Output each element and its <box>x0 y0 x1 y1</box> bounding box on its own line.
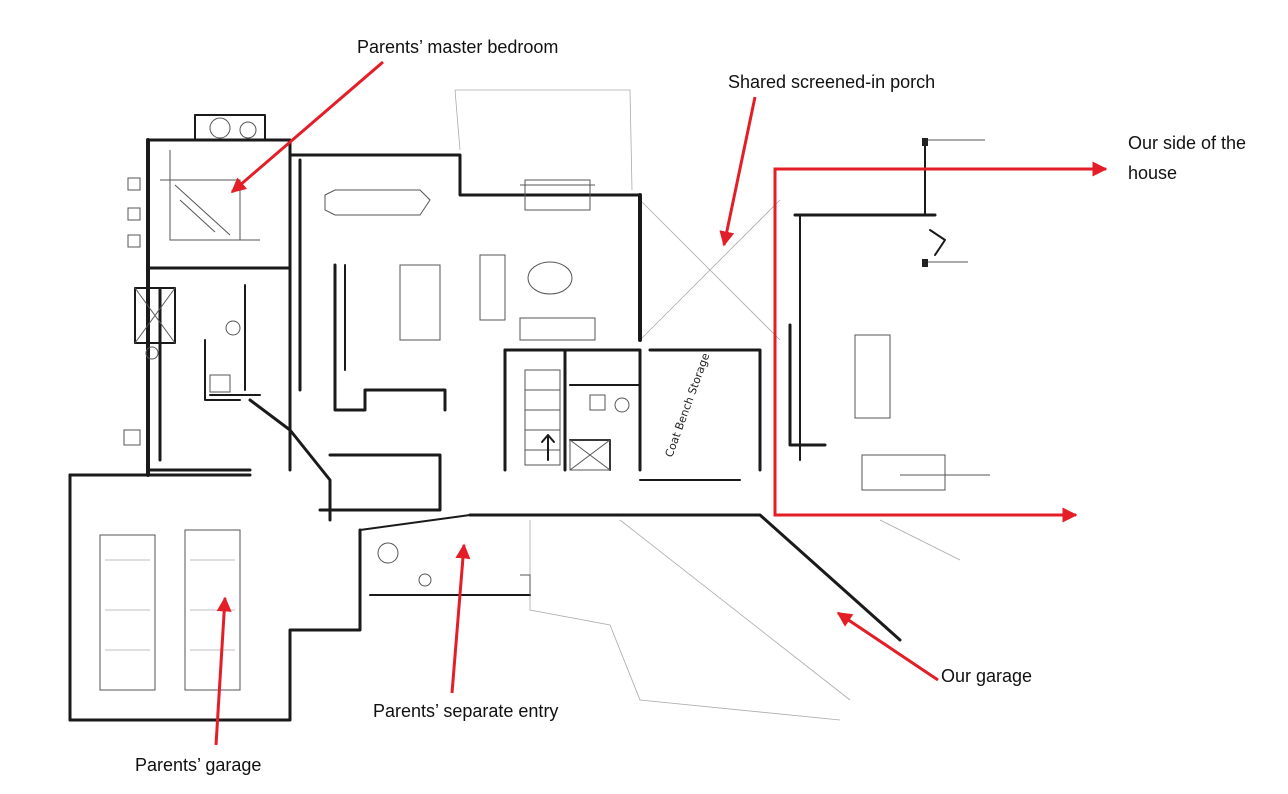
main-living-walls <box>288 153 902 642</box>
label-our-garage: Our garage <box>941 666 1033 686</box>
parents-wing-walls <box>123 114 332 522</box>
arrow-master-bedroom <box>230 60 384 194</box>
our-side-interior-sketch <box>788 138 990 491</box>
label-our-side-of-house: Our side of the house <box>1128 133 1247 183</box>
arrow-parents-entry <box>450 543 471 694</box>
sketch-handwriting-group: Coat Bench Storage <box>663 351 713 459</box>
arrow-our-garage <box>836 611 939 682</box>
label-parents-separate-entry: Parents’ separate entry <box>373 701 559 721</box>
sketch-handwriting: Coat Bench Storage <box>663 351 713 459</box>
parents-garage-sketch <box>68 473 362 722</box>
parents-entry-sketch <box>359 514 531 596</box>
label-parents-garage: Parents’ garage <box>135 755 262 775</box>
annotation-arrows <box>214 60 1108 746</box>
arrow-parents-garage <box>214 596 232 746</box>
label-shared-screened-porch: Shared screened-in porch <box>728 72 936 92</box>
label-parents-master-bedroom: Parents’ master bedroom <box>357 37 559 57</box>
arrow-screened-porch <box>719 96 757 247</box>
bracket-our-side <box>773 167 1104 517</box>
